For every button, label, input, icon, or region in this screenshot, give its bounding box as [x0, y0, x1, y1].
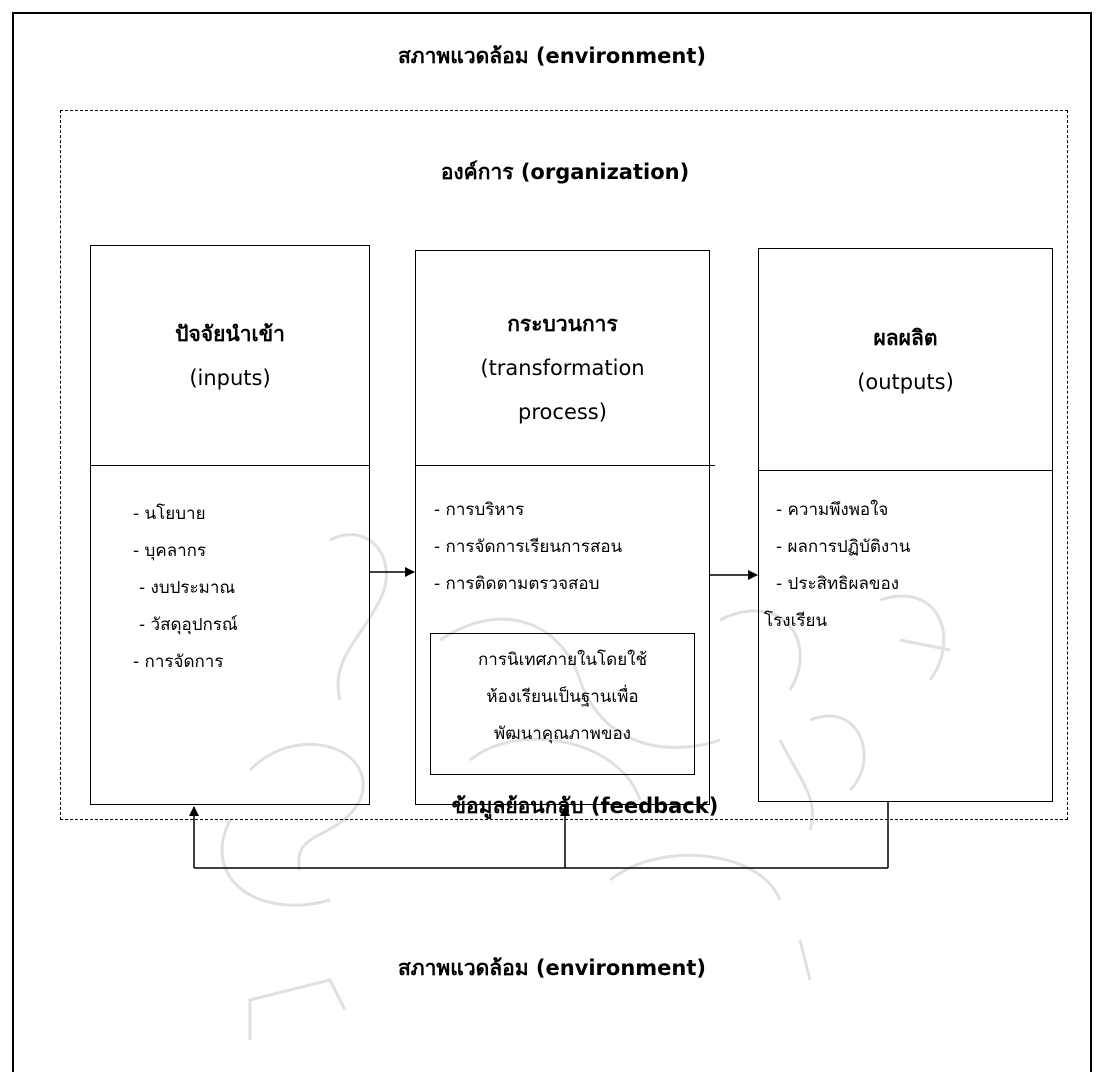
- list-item: - บุคลากร: [133, 541, 207, 561]
- environment-frame: [12, 12, 1092, 1072]
- inner-line: ห้องเรียนเป็นฐานเพื่อ: [486, 687, 639, 707]
- inputs-divider: [90, 465, 370, 466]
- outputs-title-th: ผลผลิต: [873, 326, 938, 350]
- process-list: - การบริหาร - การจัดการเรียนการสอน - การ…: [434, 492, 622, 603]
- process-title-en-1: (transformation: [480, 356, 645, 380]
- outputs-title-en: (outputs): [857, 370, 954, 394]
- inner-line: การนิเทศภายในโดยใช้: [477, 650, 647, 670]
- list-item: - การบริหาร: [434, 500, 525, 520]
- list-item: - ประสิทธิผลของ: [776, 574, 900, 594]
- process-box: กระบวนการ (transformation process): [415, 250, 710, 805]
- list-item: - วัสดุอุปกรณ์: [139, 615, 238, 635]
- list-item: - การติดตามตรวจสอบ: [434, 574, 600, 594]
- outputs-box: ผลผลิต (outputs): [758, 248, 1053, 802]
- inputs-title-th: ปัจจัยนำเข้า: [175, 322, 285, 346]
- environment-top-label: สภาพแวดล้อม (environment): [397, 44, 707, 68]
- list-item: - การจัดการ: [133, 652, 224, 672]
- process-header: กระบวนการ (transformation process): [416, 251, 709, 477]
- list-item: - งบประมาณ: [139, 578, 236, 598]
- organization-frame: [60, 110, 1068, 820]
- inputs-header: ปัจจัยนำเข้า (inputs): [91, 246, 369, 466]
- feedback-label: ข้อมูลย้อนกลับ (feedback): [451, 794, 719, 818]
- process-title-th: กระบวนการ: [507, 312, 618, 336]
- outputs-list: - ความพึงพอใจ - ผลการปฏิบัติงาน - ประสิท…: [764, 492, 911, 640]
- list-item: - การจัดการเรียนการสอน: [434, 537, 623, 557]
- process-divider: [415, 465, 715, 466]
- list-item: - ผลการปฏิบัติงาน: [776, 537, 911, 557]
- list-item: โรงเรียน: [764, 611, 828, 631]
- organization-label: องค์การ (organization): [440, 160, 690, 184]
- inputs-list: - นโยบาย - บุคลากร - งบประมาณ - วัสดุอุป…: [133, 496, 238, 681]
- inner-line: พัฒนาคุณภาพของ: [494, 724, 631, 744]
- process-title-en-2: process): [518, 400, 607, 424]
- environment-bottom-label: สภาพแวดล้อม (environment): [397, 956, 707, 980]
- list-item: - นโยบาย: [133, 504, 206, 524]
- inputs-box: ปัจจัยนำเข้า (inputs): [90, 245, 370, 805]
- list-item: - ความพึงพอใจ: [776, 500, 889, 520]
- inputs-title-en: (inputs): [189, 366, 271, 390]
- outputs-header: ผลผลิต (outputs): [759, 249, 1052, 471]
- process-inner-box: การนิเทศภายในโดยใช้ ห้องเรียนเป็นฐานเพื่…: [430, 633, 695, 775]
- outputs-divider: [758, 470, 1053, 471]
